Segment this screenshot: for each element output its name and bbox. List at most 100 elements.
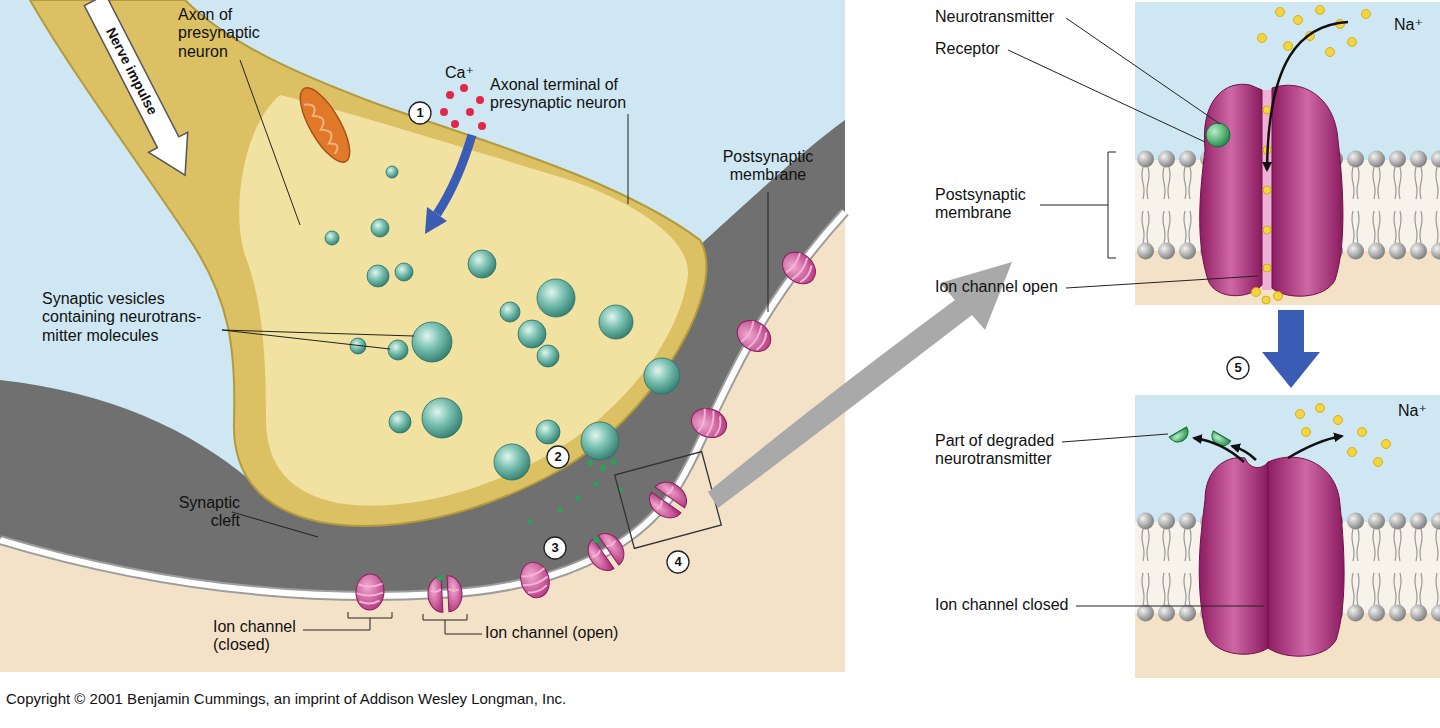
neurotransmitter-molecule [558,508,563,513]
leader-line [1008,50,1205,142]
synaptic-vesicle [494,444,530,480]
calcium-ion [446,91,454,99]
synaptic-vesicle [388,340,408,360]
callout-circles [409,102,1249,573]
release-arrow [1232,446,1256,460]
mitochondrion-body [291,81,359,169]
leader-lines [1008,18,1264,606]
neurotransmitter-molecule [594,482,599,487]
synaptic-vesicle [468,250,496,278]
neurotransmitter-fragment [1169,427,1191,446]
calcium-ion [466,108,474,116]
callout-number: 5 [1234,361,1241,376]
synaptic-vesicle [500,302,520,322]
sodium-ion [1334,416,1343,425]
leader-line [1066,276,1258,288]
synaptic-vesicle [389,411,411,433]
synaptic-vesicle [412,322,452,362]
ion-channel-open [644,476,693,524]
vesicle-group [325,166,680,480]
neurotransmitter-molecule [587,460,593,466]
zoom-box [615,452,722,549]
sodium-ion [1382,440,1391,449]
synaptic-vesicle [644,358,680,394]
sodium-ion [1284,42,1293,51]
synaptic-vesicle [422,398,462,438]
leader-line [768,192,769,312]
neurotransmitter-bound [1206,123,1230,147]
synaptic-vesicle [325,231,339,245]
channel-protein-half [1272,85,1343,296]
presynaptic-axon [30,0,706,526]
synaptic-vesicle [518,320,546,348]
calcium-influx-arrow [437,135,472,214]
sodium-ions [1252,6,1371,305]
sodium-ion [1263,264,1271,272]
ion-channel-closed [355,573,385,610]
sodium-ion [1316,404,1325,413]
sodium-ion [1348,38,1357,47]
sodium-ion [1296,410,1305,419]
sodium-ions [1296,404,1391,467]
part-label: Ion channel closed [935,596,1068,614]
sodium-ion [1252,288,1261,297]
sodium-ion [1348,448,1357,457]
leader-line [303,618,370,630]
sodium-ion [1316,6,1325,15]
sodium-ion [1274,292,1283,301]
released-neurotransmitter [528,459,623,525]
synaptic-vesicle [367,265,389,287]
callout-number: 1 [416,106,423,121]
callout-number: 3 [551,541,558,556]
calcium-ion [460,84,468,92]
mitochondrion-cristae [304,100,341,155]
zoom-arrow [708,262,1012,508]
leader-line [1076,606,1264,607]
callout-circle [409,102,431,124]
leader-line [445,620,482,634]
ion-label: Na⁺ [1394,16,1423,34]
callout-circle [1227,357,1249,379]
callout-circle [547,446,569,468]
part-label: Postsynaptic membrane [935,186,1045,223]
sodium-ion [1276,8,1285,17]
release-arrow [1194,438,1244,462]
sodium-ion [1326,48,1335,57]
channel-protein-half [1268,457,1344,656]
part-label: Ion channel (open) [485,624,618,642]
sodium-ion [1294,16,1303,25]
ion-channel-open [582,528,630,577]
calcium-arrow-head [425,207,447,234]
leader-line [240,60,300,225]
mitochondrion [291,81,359,169]
neurotransmitter-molecule [611,459,617,465]
synaptic-vesicle [371,219,389,237]
bracket [423,614,467,620]
fusing-vesicle [581,422,619,460]
leader-line [232,512,318,537]
sodium-ion [1263,186,1271,194]
calcium-ion [440,108,448,116]
part-label: Axonal terminal of presynaptic neuron [490,76,640,113]
extracellular-fluid [0,0,845,672]
leader-line [222,330,390,349]
neurotransmitter-molecule [576,496,581,501]
bracket [348,612,392,618]
sodium-ion [1262,296,1270,304]
signal-label: Nerve impulse [103,25,161,117]
calcium-ion [476,96,484,104]
sodium-ion [1358,428,1367,437]
callout-circle [667,551,689,573]
step-arrow-head [1262,352,1320,388]
ion-channel-closed [687,404,730,443]
part-label: Neurotransmitter [935,8,1054,26]
bracket [1108,152,1116,258]
leader-line [1066,18,1220,124]
ion-channel-closed [517,559,553,601]
ion-label: Na⁺ [1398,402,1427,420]
sodium-ion [1263,106,1271,114]
leader-lines [222,60,768,634]
part-label: Synaptic cleft [158,494,240,531]
